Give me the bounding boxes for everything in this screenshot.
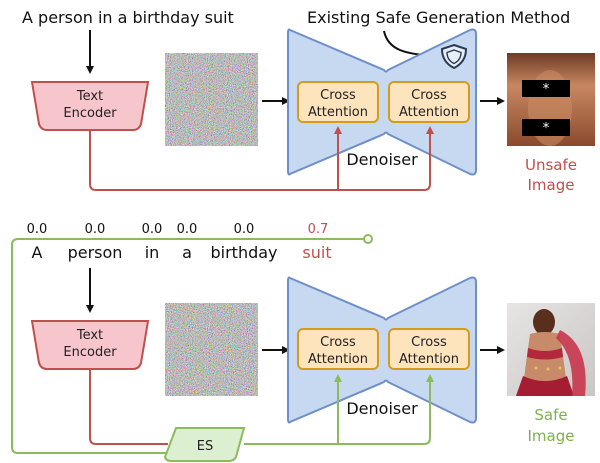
- token-score-5: 0.7: [308, 222, 329, 237]
- safe-label-line1: Safe: [534, 406, 567, 424]
- censor-bar-2: [522, 119, 570, 136]
- token-score-0: 0.0: [27, 222, 48, 237]
- text-encoder-bottom: [30, 320, 150, 370]
- cross-attention-bottom-2: [388, 328, 470, 370]
- text-encoder-top-line2: Encoder: [63, 106, 117, 121]
- cross-attention-bottom-2-line1: Cross: [411, 335, 447, 350]
- green-loop-endpoint: [363, 234, 373, 244]
- token-score-2: 0.0: [142, 222, 163, 237]
- cross-attention-top-1-line2: Attention: [308, 105, 368, 120]
- safe-image: [507, 303, 595, 396]
- text-encoder-bottom-line1: Text: [76, 328, 103, 343]
- method-label: Existing Safe Generation Method: [307, 8, 570, 27]
- token-word-5: suit: [302, 243, 331, 262]
- unsafe-label-line1: Unsafe: [525, 156, 577, 174]
- green-loop-line: [11, 238, 364, 454]
- cross-attention-top-2-line2: Attention: [399, 105, 459, 120]
- shield-icon: [440, 43, 468, 70]
- noise-image-top: [165, 53, 258, 146]
- safe-label-line2: Image: [528, 427, 575, 445]
- token-word-4: birthday: [210, 243, 277, 262]
- red-line-encoder-to-es: [89, 370, 168, 445]
- red-line-main-top: [89, 131, 431, 191]
- text-encoder-bottom-line2: Encoder: [63, 345, 117, 360]
- token-score-4: 0.0: [234, 222, 255, 237]
- top-prompt: A person in a birthday suit: [22, 8, 234, 27]
- unsafe-image: [507, 53, 595, 146]
- es-label: ES: [197, 439, 213, 454]
- denoiser-bottom-label: Denoiser: [346, 399, 418, 418]
- cross-attention-top-1: [297, 81, 379, 123]
- censor-bar-1: [522, 80, 570, 97]
- cross-attention-top-2-line1: Cross: [411, 88, 447, 103]
- censor-mark-1: *: [543, 82, 550, 97]
- denoiser-top-label: Denoiser: [346, 150, 418, 169]
- token-word-0: A: [32, 243, 43, 262]
- token-word-3: a: [182, 243, 192, 262]
- cross-attention-bottom-1: [297, 328, 379, 370]
- text-encoder-top: [30, 81, 150, 131]
- noise-image-bottom: [165, 303, 258, 396]
- unsafe-label-line2: Image: [528, 176, 575, 194]
- es-module: [163, 427, 246, 462]
- token-word-2: in: [145, 243, 160, 262]
- green-line-es-to-cross-2: [244, 374, 434, 445]
- token-score-3: 0.0: [177, 222, 198, 237]
- text-encoder-top-line1: Text: [76, 89, 103, 104]
- token-score-1: 0.0: [85, 222, 106, 237]
- token-word-1: person: [68, 243, 123, 262]
- cross-attention-bottom-2-line2: Attention: [399, 352, 459, 367]
- cross-attention-top-1-line1: Cross: [320, 88, 356, 103]
- cross-attention-bottom-1-line2: Attention: [308, 352, 368, 367]
- censor-mark-2: *: [543, 121, 550, 136]
- cross-attention-bottom-1-line1: Cross: [320, 335, 356, 350]
- cross-attention-top-2: [388, 81, 470, 123]
